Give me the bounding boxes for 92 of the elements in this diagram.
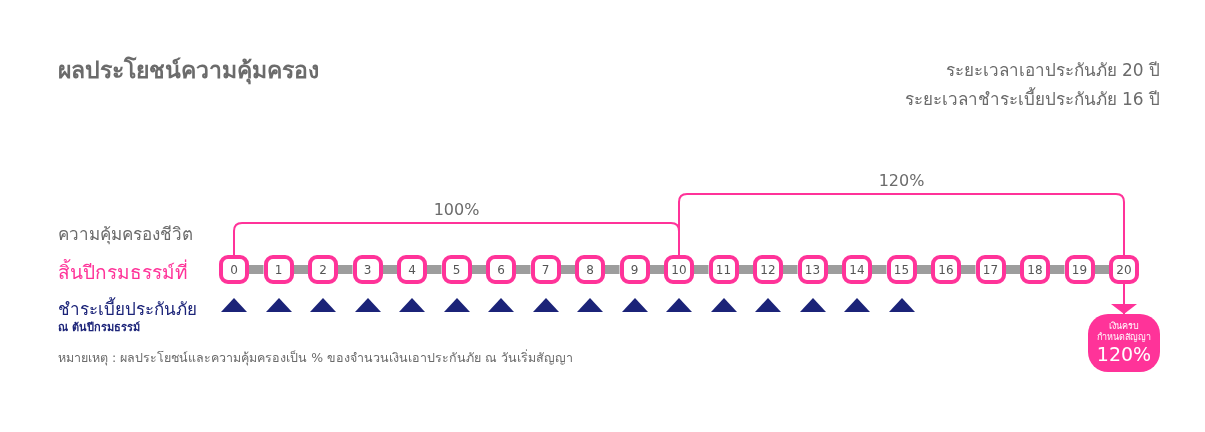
payment-triangle-marker	[354, 298, 381, 312]
maturity-badge	[1088, 314, 1160, 372]
year-box	[664, 255, 694, 284]
year-number: 4	[408, 262, 416, 277]
badge-caption: เงินครบกำหนดสัญญา	[1096, 321, 1152, 343]
year-box	[1020, 255, 1050, 284]
row-label: ความคุ้มครองชีวิต	[58, 223, 193, 247]
bracket-line	[605, 265, 620, 274]
bracket-line	[382, 265, 397, 274]
bracket-line	[249, 265, 264, 274]
year-box	[308, 255, 338, 284]
year-number: 19	[1071, 262, 1088, 277]
bracket-line	[560, 265, 575, 274]
payment-triangle-marker	[799, 298, 826, 312]
payment-triangle-marker	[265, 298, 292, 312]
bracket-line	[1005, 265, 1020, 274]
bracket-line	[678, 193, 1125, 256]
year-number: 3	[363, 262, 372, 277]
payment-triangle-marker	[399, 298, 425, 312]
year-number: 6	[497, 262, 505, 277]
row-label: สิ้นปีกรมธรรม์ที่	[58, 258, 188, 285]
row-label: ชำระเบี้ยประกันภัย	[58, 296, 197, 321]
year-number: 12	[760, 262, 776, 277]
bracket-line	[233, 222, 680, 256]
payment-triangle-marker	[666, 298, 692, 312]
year-box	[1064, 255, 1095, 284]
year-number: 14	[849, 262, 865, 277]
bracket-line	[649, 265, 664, 274]
period-text: ระยะเวลาชำระเบี้ยประกันภัย 16 ปี	[904, 86, 1160, 111]
year-box	[352, 255, 383, 284]
payment-triangle-marker	[888, 298, 915, 312]
bracket-line	[471, 265, 486, 274]
year-box	[530, 255, 561, 284]
year-number: 16	[938, 262, 954, 277]
year-number: 0	[230, 262, 238, 277]
payment-triangle-marker	[532, 298, 559, 312]
year-box	[931, 255, 961, 284]
payment-triangle-marker	[221, 298, 247, 312]
row-sublabel: ณ ต้นปีกรมธรรม์	[58, 320, 140, 336]
note-text: หมายเหตุ : ผลประโยชน์และความคุ้มครองเป็น % ของจำนวนเงินเอาประกันภัย ณ วันเริ่มสัญญา	[58, 348, 573, 368]
payment-triangle-marker	[844, 298, 870, 312]
year-number: 13	[804, 262, 821, 277]
year-box	[397, 255, 427, 284]
payment-triangle-marker	[443, 298, 470, 312]
year-box	[441, 255, 472, 284]
bracket-line	[338, 265, 353, 274]
year-number: 10	[671, 262, 687, 277]
payment-triangle-marker	[621, 298, 648, 312]
payment-triangle-marker	[488, 298, 514, 312]
year-number: 17	[982, 262, 999, 277]
bracket-line	[872, 265, 887, 274]
bracket-line	[827, 265, 842, 274]
year-number: 5	[452, 262, 461, 277]
payment-triangle-marker	[755, 298, 781, 312]
year-number: 15	[893, 262, 910, 277]
year-box	[886, 255, 917, 284]
title: ผลประโยชน์ความคุ้มครอง	[58, 55, 319, 87]
year-box	[619, 255, 650, 284]
year-box	[486, 255, 516, 284]
payment-triangle-marker	[710, 298, 737, 312]
year-box	[263, 255, 294, 284]
badge-percent: 120%	[1096, 343, 1152, 365]
year-number: 18	[1027, 262, 1043, 277]
year-box	[708, 255, 739, 284]
year-number: 9	[630, 262, 639, 277]
year-box	[753, 255, 783, 284]
bracket-line	[738, 265, 753, 274]
bracket-line	[916, 265, 931, 274]
bracket-line	[783, 265, 798, 274]
year-box	[1109, 255, 1139, 284]
payment-triangle-marker	[577, 298, 603, 312]
year-box	[797, 255, 828, 284]
year-number: 1	[274, 262, 283, 277]
bracket-line	[694, 265, 709, 274]
bracket-line	[1094, 265, 1109, 274]
bracket-line	[516, 265, 531, 274]
year-box	[842, 255, 872, 284]
year-number: 20	[1116, 262, 1132, 277]
year-number: 8	[586, 262, 594, 277]
period-text: ระยะเวลาเอาประกันภัย 20 ปี	[945, 59, 1160, 82]
year-number: 2	[319, 262, 327, 277]
payment-triangle-marker	[310, 298, 336, 312]
bracket-line	[427, 265, 442, 274]
year-number: 7	[541, 262, 550, 277]
bracket-line	[293, 265, 308, 274]
year-box	[575, 255, 605, 284]
year-box	[975, 255, 1006, 284]
bracket-line	[961, 265, 976, 274]
year-box	[219, 255, 249, 284]
bracket-line	[1050, 265, 1065, 274]
arrow	[1111, 283, 1137, 315]
year-number: 11	[715, 262, 732, 277]
